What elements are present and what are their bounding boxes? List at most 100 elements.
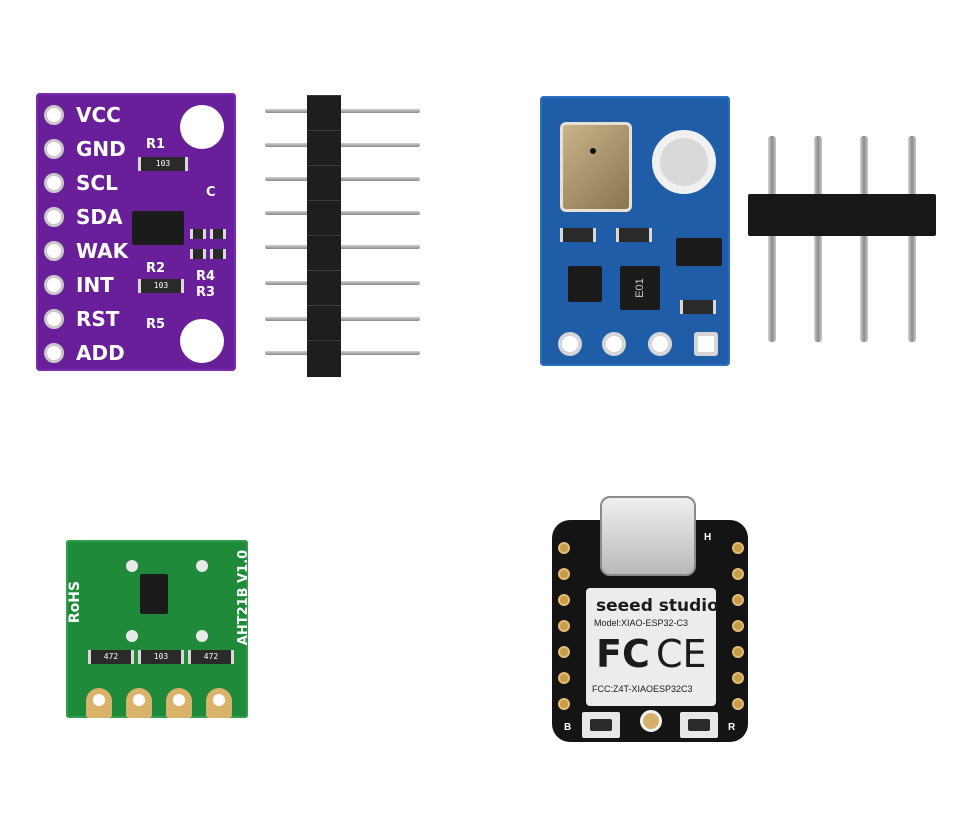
header-pin xyxy=(860,136,868,342)
mount-hole xyxy=(180,319,224,363)
castellated-pad xyxy=(558,594,570,606)
silk-r2: R2 xyxy=(146,261,166,276)
resistor: 472 xyxy=(188,650,234,664)
pin-pad xyxy=(44,241,64,261)
silk-r4: R4 xyxy=(196,269,216,284)
corner-mark: H xyxy=(704,532,712,543)
castellated-pad xyxy=(732,698,744,710)
resistor xyxy=(616,228,652,242)
header-block xyxy=(307,130,341,167)
button-b-label: B xyxy=(564,722,572,733)
header-block xyxy=(307,305,341,342)
castellated-pad xyxy=(732,542,744,554)
model-label: AHT21B V1.0 xyxy=(236,549,252,646)
resistor-code: 472 xyxy=(103,652,119,661)
pin-pad xyxy=(44,207,64,227)
header-pin xyxy=(265,281,420,285)
header-block xyxy=(307,200,341,237)
header-block xyxy=(748,194,936,236)
brand-label: seeed studio xyxy=(596,596,719,616)
mount-hole xyxy=(180,105,224,149)
header-pin xyxy=(265,109,420,113)
resistor-r2: 103 xyxy=(138,279,184,293)
mount-hole xyxy=(652,130,716,194)
reset-button xyxy=(680,712,718,738)
header-pin xyxy=(265,211,420,215)
castellated-pad xyxy=(732,672,744,684)
rf-shield: seeed studio Model:XIAO-ESP32-C3 FC CE F… xyxy=(586,588,719,706)
header-block xyxy=(307,165,341,202)
castellated-pad xyxy=(558,698,570,710)
button-r-label: R xyxy=(728,722,736,733)
pin-header-icon xyxy=(748,136,938,346)
header-block xyxy=(307,95,341,132)
header-block xyxy=(307,340,341,377)
castellated-pad xyxy=(558,620,570,632)
castellated-pad xyxy=(558,542,570,554)
castellated-pad xyxy=(558,568,570,580)
antenna-connector xyxy=(640,710,662,732)
via xyxy=(196,630,208,642)
via xyxy=(126,630,138,642)
header-pin xyxy=(265,317,420,321)
fcc-id-label: FCC:Z4T-XIAOESP32C3 xyxy=(592,684,693,694)
castellated-pad xyxy=(732,646,744,658)
header-pin xyxy=(768,136,776,342)
model-label: Model:XIAO-ESP32-C3 xyxy=(594,618,689,628)
via xyxy=(196,560,208,572)
aht21-chip xyxy=(140,574,168,614)
resistor-code: 103 xyxy=(153,281,169,290)
pin-label-add: ADD xyxy=(76,341,125,365)
button-core xyxy=(590,719,612,731)
pin-pad xyxy=(44,343,64,363)
silk-r5: R5 xyxy=(146,317,166,332)
sensor-vent xyxy=(590,148,596,154)
chip-code: E01 xyxy=(633,278,646,298)
gold-pin-pad xyxy=(166,688,192,718)
resistor: 103 xyxy=(138,650,184,664)
gold-pin-pad xyxy=(86,688,112,718)
purple-sensor-board: VCC GND SCL SDA WAK INT RST ADD R1 103 C… xyxy=(36,93,236,373)
capacitor xyxy=(210,229,226,239)
silk-r1: R1 xyxy=(146,137,166,152)
pin-pad xyxy=(602,332,626,356)
ce-logo: CE xyxy=(656,632,707,676)
usb-c-icon xyxy=(600,496,696,576)
resistor: 472 xyxy=(88,650,134,664)
pad-hole xyxy=(93,694,105,706)
header-pin xyxy=(265,143,420,147)
capacitor xyxy=(190,249,206,259)
pin-pad xyxy=(648,332,672,356)
resistor-code: 103 xyxy=(153,652,169,661)
blue-sensor-board: E01 xyxy=(540,96,730,368)
pin-label-rst: RST xyxy=(76,307,120,331)
via xyxy=(126,560,138,572)
header-pin xyxy=(908,136,916,342)
pin-header-icon xyxy=(265,95,425,377)
xiao-esp32c3-board: H seeed studio Model:XIAO-ESP32-C3 FC CE… xyxy=(552,496,750,746)
pin-pad xyxy=(44,275,64,295)
silk-r3: R3 xyxy=(196,285,216,300)
sensor-can-icon xyxy=(560,122,632,212)
gold-pin-pad xyxy=(206,688,232,718)
boot-button xyxy=(582,712,620,738)
regulator-chip xyxy=(676,238,722,266)
castellated-pad xyxy=(732,594,744,606)
pin-pad xyxy=(44,139,64,159)
castellated-pad xyxy=(732,568,744,580)
resistor-code: 103 xyxy=(155,159,171,168)
header-pin xyxy=(265,245,420,249)
pad-hole xyxy=(133,694,145,706)
pin-pad xyxy=(694,332,718,356)
pin-pad xyxy=(558,332,582,356)
pin-label-wak: WAK xyxy=(76,239,129,263)
mosfet-chip xyxy=(568,266,602,302)
castellated-pad xyxy=(558,646,570,658)
castellated-pad xyxy=(732,620,744,632)
header-pin xyxy=(265,177,420,181)
fcc-logo: FC xyxy=(596,632,650,676)
pin-pad xyxy=(44,173,64,193)
capacitor xyxy=(210,249,226,259)
header-pin xyxy=(814,136,822,342)
rohs-mark: RoHS xyxy=(67,580,84,624)
